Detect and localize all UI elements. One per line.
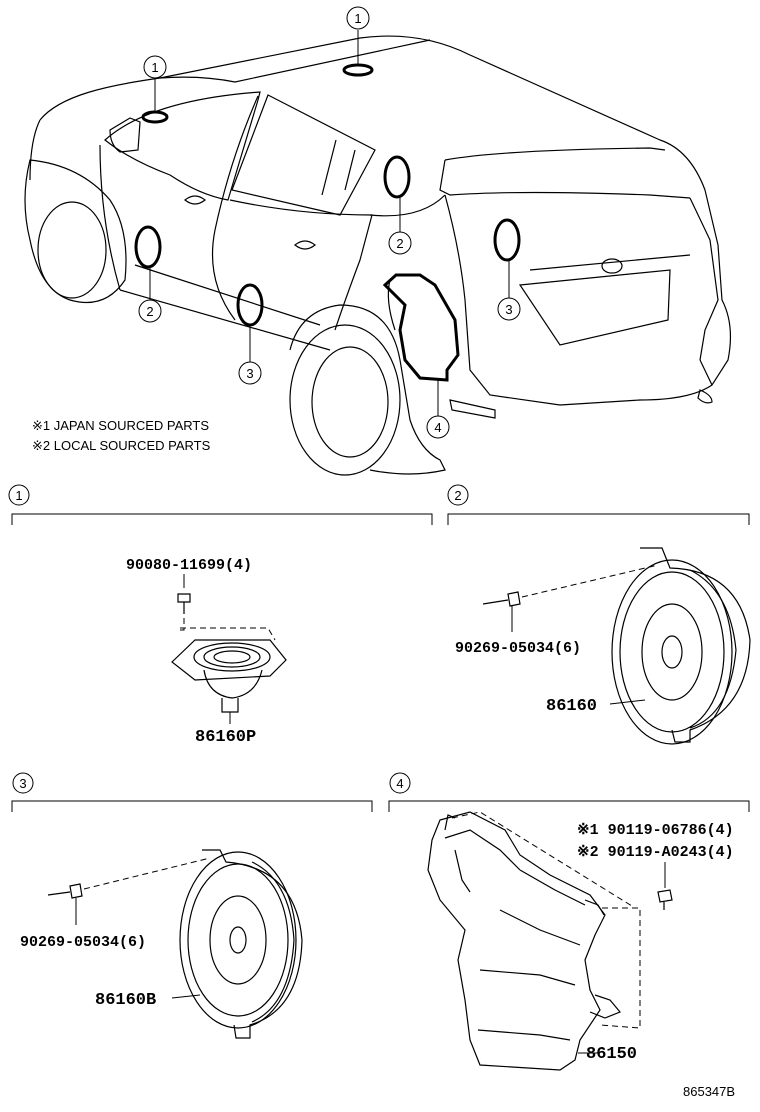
section-1-speaker-part-number: 86160P bbox=[195, 728, 256, 747]
callout-2-rear-door: 2 bbox=[396, 236, 403, 251]
section-3-screw-part-number: 90269-05034(6) bbox=[20, 934, 146, 951]
section-1-screw-part-number: 90080-11699(4) bbox=[126, 557, 252, 574]
section-3-speaker-part-number: 86160B bbox=[95, 991, 156, 1010]
note-local-sourced: ※2 LOCAL SOURCED PARTS bbox=[32, 438, 211, 453]
section-1: 1 90080-11699(4) 86160P bbox=[8, 484, 433, 747]
section-1-number: 1 bbox=[15, 488, 22, 503]
section-3-number: 3 bbox=[19, 776, 26, 791]
section-4-subwoofer-part-number: 86150 bbox=[586, 1045, 637, 1064]
callout-3-back: 3 bbox=[505, 302, 512, 317]
figure-id: 865347B bbox=[683, 1084, 735, 1099]
section-4-screw-1-part-number: ※1 90119-06786(4) bbox=[577, 822, 734, 839]
section-3: 3 90269-05034(6) 86160B bbox=[11, 772, 373, 1039]
door-speaker-icon bbox=[179, 849, 303, 1039]
section-4: 4 ※1 90119-06786(4) ※2 90119-A0243(4) 86… bbox=[388, 772, 750, 1071]
vehicle-illustration: 1 1 2 2 3 3 4 bbox=[24, 6, 732, 476]
callout-4-luggage: 4 bbox=[434, 420, 441, 435]
callout-1-top: 1 bbox=[354, 11, 361, 26]
section-2-screw-part-number: 90269-05034(6) bbox=[455, 640, 581, 657]
callout-3-rear-door: 3 bbox=[246, 366, 253, 381]
section-2-number: 2 bbox=[454, 488, 461, 503]
section-4-screw-2-part-number: ※2 90119-A0243(4) bbox=[577, 844, 734, 861]
subwoofer-enclosure-icon bbox=[427, 811, 621, 1071]
note-japan-sourced: ※1 JAPAN SOURCED PARTS bbox=[32, 418, 209, 433]
callout-2-front-door: 2 bbox=[146, 304, 153, 319]
tweeter-speaker-icon bbox=[171, 639, 287, 713]
callout-1-mirror: 1 bbox=[151, 60, 158, 75]
screw-icon bbox=[47, 883, 83, 899]
section-2-speaker-part-number: 86160 bbox=[546, 697, 597, 716]
door-speaker-icon bbox=[611, 547, 751, 745]
screw-icon bbox=[482, 591, 521, 607]
screw-icon bbox=[657, 889, 673, 910]
section-4-number: 4 bbox=[396, 776, 403, 791]
section-2: 2 90269-05034(6) 86160 bbox=[447, 484, 751, 745]
screw-icon bbox=[177, 593, 191, 614]
